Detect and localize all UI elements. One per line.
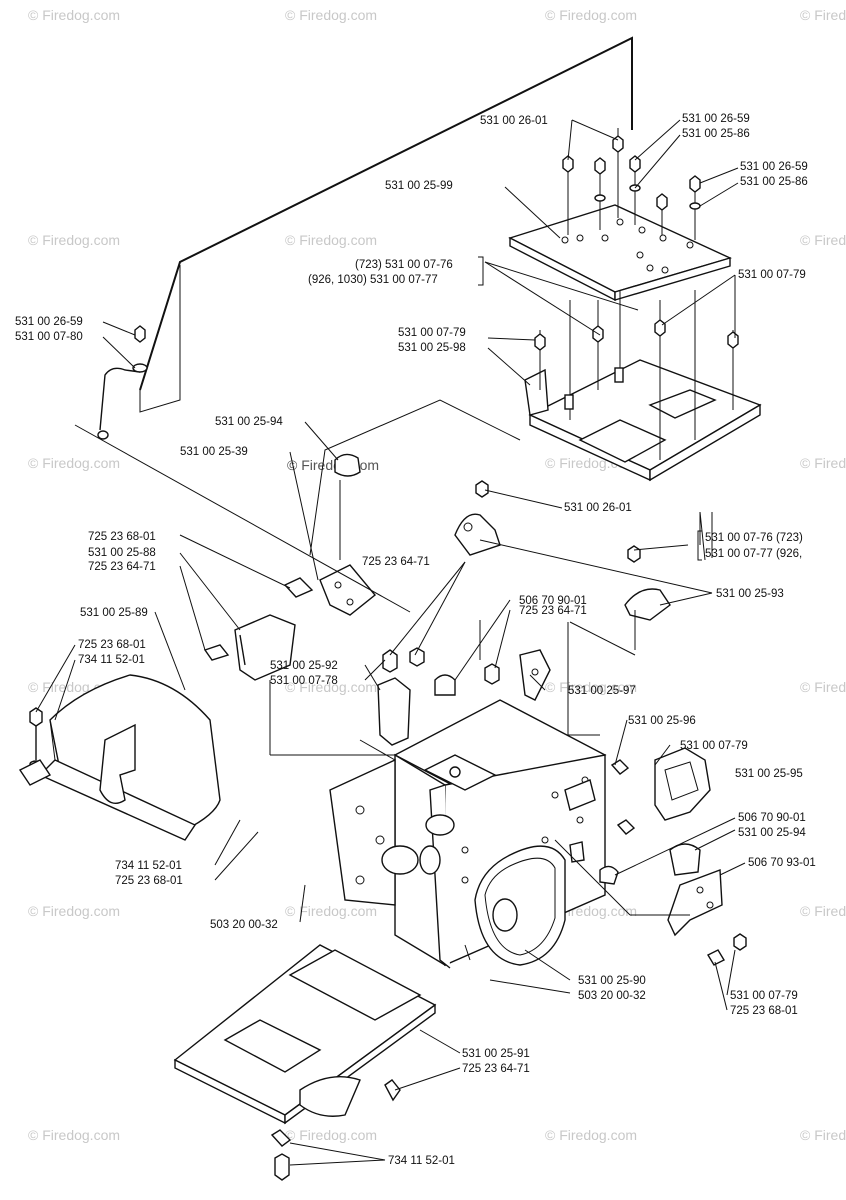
part-label: 531 00 07-76 (723) xyxy=(705,532,803,544)
bracket-531-00-25-88 xyxy=(203,614,296,681)
part-label: 531 00 25-93 xyxy=(716,588,784,600)
part-label: 531 00 07-79 xyxy=(680,740,748,752)
bracket-531-00-25-95 xyxy=(610,747,711,835)
part-label: 531 00 07-79 xyxy=(398,327,466,339)
part-label: 506 70 90-01 xyxy=(519,595,587,607)
watermark: © Firedog.com xyxy=(800,7,846,23)
part-label: 531 00 25-92 xyxy=(270,660,338,672)
part-label: 725 23 64-71 xyxy=(519,605,587,617)
engine-cover-shroud xyxy=(18,674,221,841)
part-label: 725 23 68-01 xyxy=(115,875,183,887)
part-label: 531 00 25-86 xyxy=(740,176,808,188)
part-label: 531 00 25-39 xyxy=(180,446,248,458)
watermark: © Firedog.com xyxy=(800,1127,846,1143)
routing-cable-line xyxy=(139,36,633,391)
watermark: © Firedog.com xyxy=(28,903,120,919)
part-label: 503 20 00-32 xyxy=(210,919,278,931)
part-label: 531 00 25-99 xyxy=(385,180,453,192)
watermark: © Firedog.com xyxy=(800,232,846,248)
part-label: 531 00 25-86 xyxy=(682,128,750,140)
watermark: © Firedog.com xyxy=(285,903,377,919)
part-label: 531 00 26-59 xyxy=(740,161,808,173)
fuel-line-part xyxy=(97,325,148,440)
middle-bracket-plate xyxy=(524,290,762,482)
watermark: © Firedog.com xyxy=(285,1127,377,1143)
part-label: 531 00 25-95 xyxy=(735,768,803,780)
part-label: 531 00 07-77 (926, xyxy=(705,548,802,560)
part-label: (723) 531 00 07-76 xyxy=(355,259,453,271)
bottom-skid-plate xyxy=(173,944,437,1181)
part-label: 506 70 90-01 xyxy=(738,812,806,824)
watermark: © Firedog.com xyxy=(28,1127,120,1143)
part-label: 531 00 25-94 xyxy=(738,827,806,839)
part-label: 531 00 07-80 xyxy=(15,331,83,343)
watermark: © Firedog.com xyxy=(28,455,120,471)
watermark: © Firedog.com xyxy=(285,679,377,695)
part-label: 734 11 52-01 xyxy=(388,1155,455,1167)
bracket-531-00-25-94 xyxy=(283,453,376,616)
part-label: 531 00 25-90 xyxy=(578,975,646,987)
part-label: 531 00 07-79 xyxy=(730,990,798,1002)
top-mounting-plate xyxy=(508,128,732,302)
part-label: 506 70 93-01 xyxy=(748,857,816,869)
part-label: 531 00 26-01 xyxy=(480,115,548,127)
bracket-506-70-93-01 xyxy=(667,843,747,966)
watermark: © Firedog.com xyxy=(800,903,846,919)
part-label: 725 23 64-71 xyxy=(88,561,156,573)
part-label: (926, 1030) 531 00 07-77 xyxy=(308,274,438,286)
part-label: 725 23 68-01 xyxy=(78,639,146,651)
bracket-531-00-25-92 xyxy=(377,647,500,746)
watermark: © Firedog.com xyxy=(800,679,846,695)
part-label: 734 11 52-01 xyxy=(115,860,182,872)
label-brackets xyxy=(478,256,702,561)
part-label: 531 00 25-98 xyxy=(398,342,466,354)
part-label: 531 00 25-96 xyxy=(628,715,696,727)
part-label: 725 23 68-01 xyxy=(88,531,156,543)
watermark: © Firedog.com xyxy=(545,7,637,23)
part-label: 503 20 00-32 xyxy=(578,990,646,1002)
part-label: 531 00 07-79 xyxy=(738,269,806,281)
part-label: 725 23 64-71 xyxy=(462,1063,530,1075)
engine-mount-531-00-25-93 xyxy=(454,480,671,621)
part-label: 725 23 64-71 xyxy=(362,556,430,568)
part-label: 531 00 26-01 xyxy=(564,502,632,514)
bracket-531-00-25-97 xyxy=(519,649,551,701)
part-label: 531 00 25-91 xyxy=(462,1048,530,1060)
part-label: 531 00 25-88 xyxy=(88,547,156,559)
watermark: © Firedog.com xyxy=(285,7,377,23)
watermark: © Firedog.com xyxy=(285,232,377,248)
watermark: © Firedog.com xyxy=(287,457,379,473)
watermark: © Firedog.com xyxy=(28,7,120,23)
leader-lines xyxy=(35,119,746,1166)
part-label: 734 11 52-01 xyxy=(78,654,145,666)
part-label: 531 00 25-89 xyxy=(80,607,148,619)
part-label: 531 00 25-97 xyxy=(568,685,636,697)
crankcase-frame xyxy=(329,674,619,969)
part-label: 531 00 25-94 xyxy=(215,416,283,428)
routing-cable-line-lower xyxy=(139,265,181,413)
watermark: © Firedog.com xyxy=(545,1127,637,1143)
part-label: 531 00 26-59 xyxy=(15,316,83,328)
watermark: © Firedog.com xyxy=(800,455,846,471)
part-label: 531 00 26-59 xyxy=(682,113,750,125)
part-labels: 531 00 26-01 531 00 26-59 531 00 25-86 5… xyxy=(15,113,816,1167)
watermark-layer: © Firedog.com © Firedog.com © Firedog.co… xyxy=(28,7,846,1143)
watermark: © Firedog.com xyxy=(28,232,120,248)
part-label: 725 23 68-01 xyxy=(730,1005,798,1017)
part-label: 531 00 07-78 xyxy=(270,675,338,687)
